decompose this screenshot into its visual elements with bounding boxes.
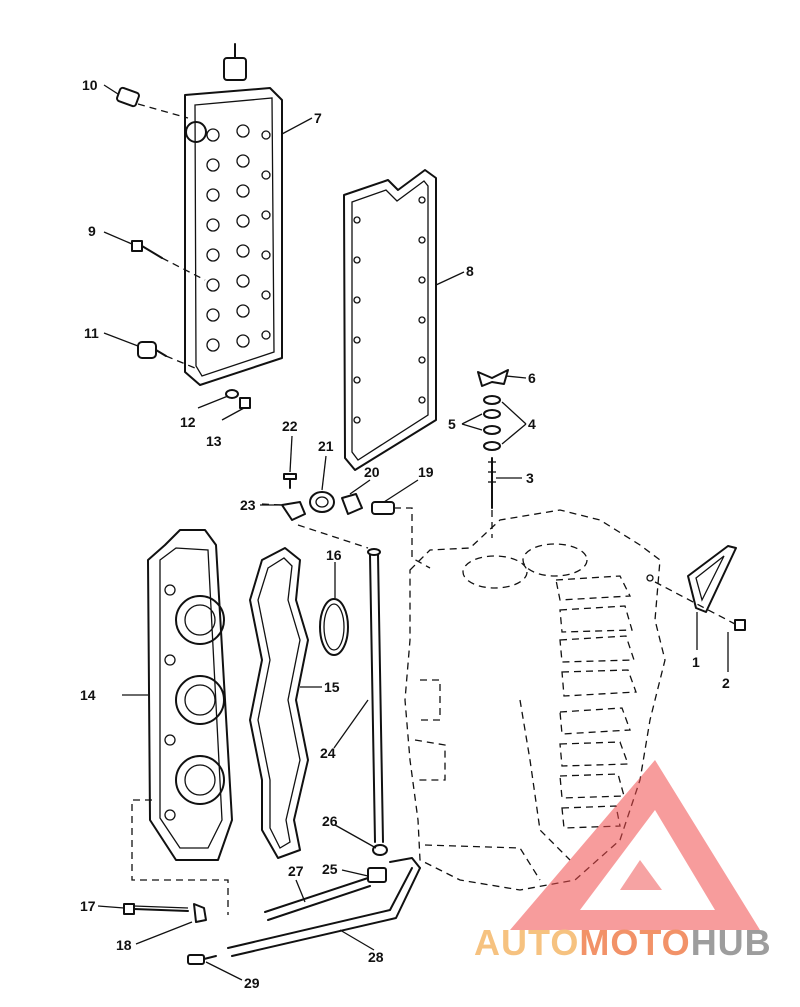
part-4-5-washers [483,395,501,451]
callout-18: 18 [116,937,132,953]
watermark-moto-text: MOTO [579,922,690,963]
callout-28: 28 [368,949,384,965]
part-19-fitting [371,501,431,569]
watermark-hub-text: HUB [691,922,772,963]
callout-1: 1 [692,654,700,670]
leader-lines [97,84,729,981]
part-21-clamp [309,491,335,513]
part-29-fitting [187,954,217,965]
callout-19: 19 [418,464,434,480]
callout-29: 29 [244,975,260,991]
callout-14: 14 [80,687,96,703]
part-14-cylinder-head [147,529,233,861]
svg-text:AUTOMOTOHUB: AUTOMOTOHUB [474,922,772,963]
part-8-cover-gasket [343,169,437,471]
part-28-hose [227,857,421,957]
part-1-bracket [687,545,737,613]
cylinder-block [404,509,666,891]
part-16-o-ring [319,598,349,656]
callout-6: 6 [528,370,536,386]
part-24-tube [297,524,384,843]
callout-23: 23 [240,497,256,513]
part-26-clamp [372,844,388,856]
callout-11: 11 [84,325,99,341]
callout-25: 25 [322,861,338,877]
part-12-13-washer-nut [225,389,251,409]
watermark-triangle-logo [510,760,760,930]
callout-7: 7 [314,110,322,126]
part-3-stud [488,457,496,509]
automotohub-watermark: AUTOMOTOHUB [474,760,772,963]
part-2-screw [654,581,746,631]
part-18-clip [193,903,207,923]
callout-10: 10 [82,77,98,93]
callout-2: 2 [722,675,730,691]
callout-20: 20 [364,464,380,480]
part-10-plug [116,86,189,119]
callout-4: 4 [528,416,536,432]
part-9-bolt [131,240,206,281]
part-14-leader-dash [131,799,229,915]
callout-8: 8 [466,263,474,279]
part-20-cap [341,493,363,515]
callout-24: 24 [320,745,336,761]
callout-12: 12 [180,414,196,430]
part-15-head-gasket [249,547,309,859]
callout-16: 16 [326,547,342,563]
callout-13: 13 [206,433,222,449]
part-7-exhaust-cover [184,43,283,386]
part-17-bolt [123,903,189,915]
callout-22: 22 [282,418,298,434]
callout-26: 26 [322,813,338,829]
callout-5: 5 [448,416,456,432]
callout-labels: 10 7 9 8 11 12 13 6 4 5 3 22 21 20 19 23… [80,77,730,991]
callout-9: 9 [88,223,96,239]
part-25-tee [367,867,387,883]
watermark-auto-text: AUTO [474,922,579,963]
callout-17: 17 [80,898,96,914]
part-22-screw [283,473,297,489]
callout-3: 3 [526,470,534,486]
callout-21: 21 [318,438,334,454]
part-11-fitting [137,341,196,369]
part-27-hose [264,877,371,921]
part-6-wing-nut [477,369,509,387]
callout-15: 15 [324,679,340,695]
callout-27: 27 [288,863,304,879]
